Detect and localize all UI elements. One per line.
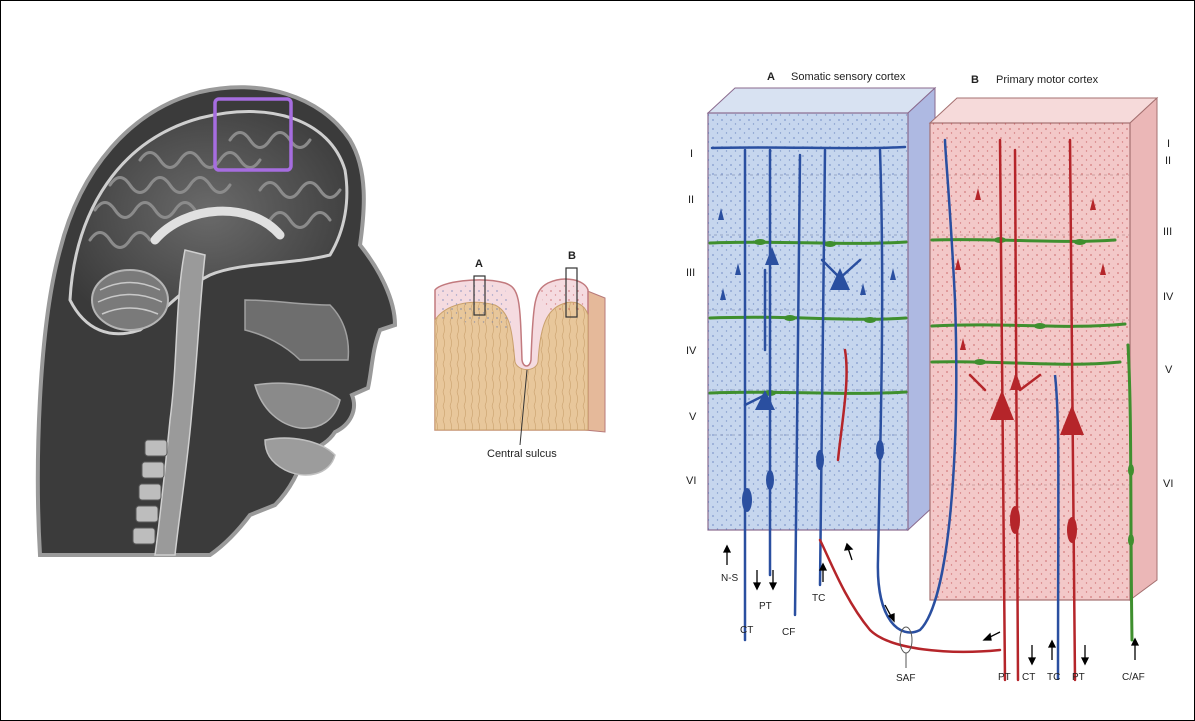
cortex-cross-section: A B Central sulcus [435,250,605,460]
layer-right-1: I [1167,138,1170,150]
label-pt-b1: PT [998,672,1011,683]
layer-left-4: IV [686,345,697,357]
layer-left-6: VI [686,475,696,487]
label-pt-b2: PT [1072,672,1085,683]
layer-right-3: III [1163,226,1172,238]
layer-left-1: I [690,148,693,160]
layer-left-5: V [689,411,697,423]
layer-right-6: VI [1163,478,1173,490]
layer-right-5: V [1165,364,1173,376]
layer-left-2: II [688,194,694,206]
panel-b-letter: B [971,74,979,86]
label-ct-b: CT [1022,672,1035,683]
label-a: A [475,258,483,270]
label-ns: N-S [721,573,739,584]
label-pt-a: PT [759,601,772,612]
panel-a-letter: A [767,71,775,83]
central-sulcus-caption: Central sulcus [487,448,557,460]
label-tc-b: TC [1047,672,1060,683]
panel-b-title: Primary motor cortex [996,74,1099,86]
label-tc-a: TC [812,593,825,604]
label-cf: CF [782,627,795,638]
layer-right-2: II [1165,155,1171,167]
label-ct-a: CT [740,625,753,636]
cortex-layers-figure: A Somatic sensory cortex B Primary motor… [686,71,1174,684]
layer-right-4: IV [1163,291,1174,303]
label-b: B [568,250,576,262]
layer-left-3: III [686,267,695,279]
label-saf: SAF [896,673,915,684]
mri-sagittal-image [38,87,395,555]
panel-a-title: Somatic sensory cortex [791,71,906,83]
label-caf: C/AF [1122,672,1145,683]
